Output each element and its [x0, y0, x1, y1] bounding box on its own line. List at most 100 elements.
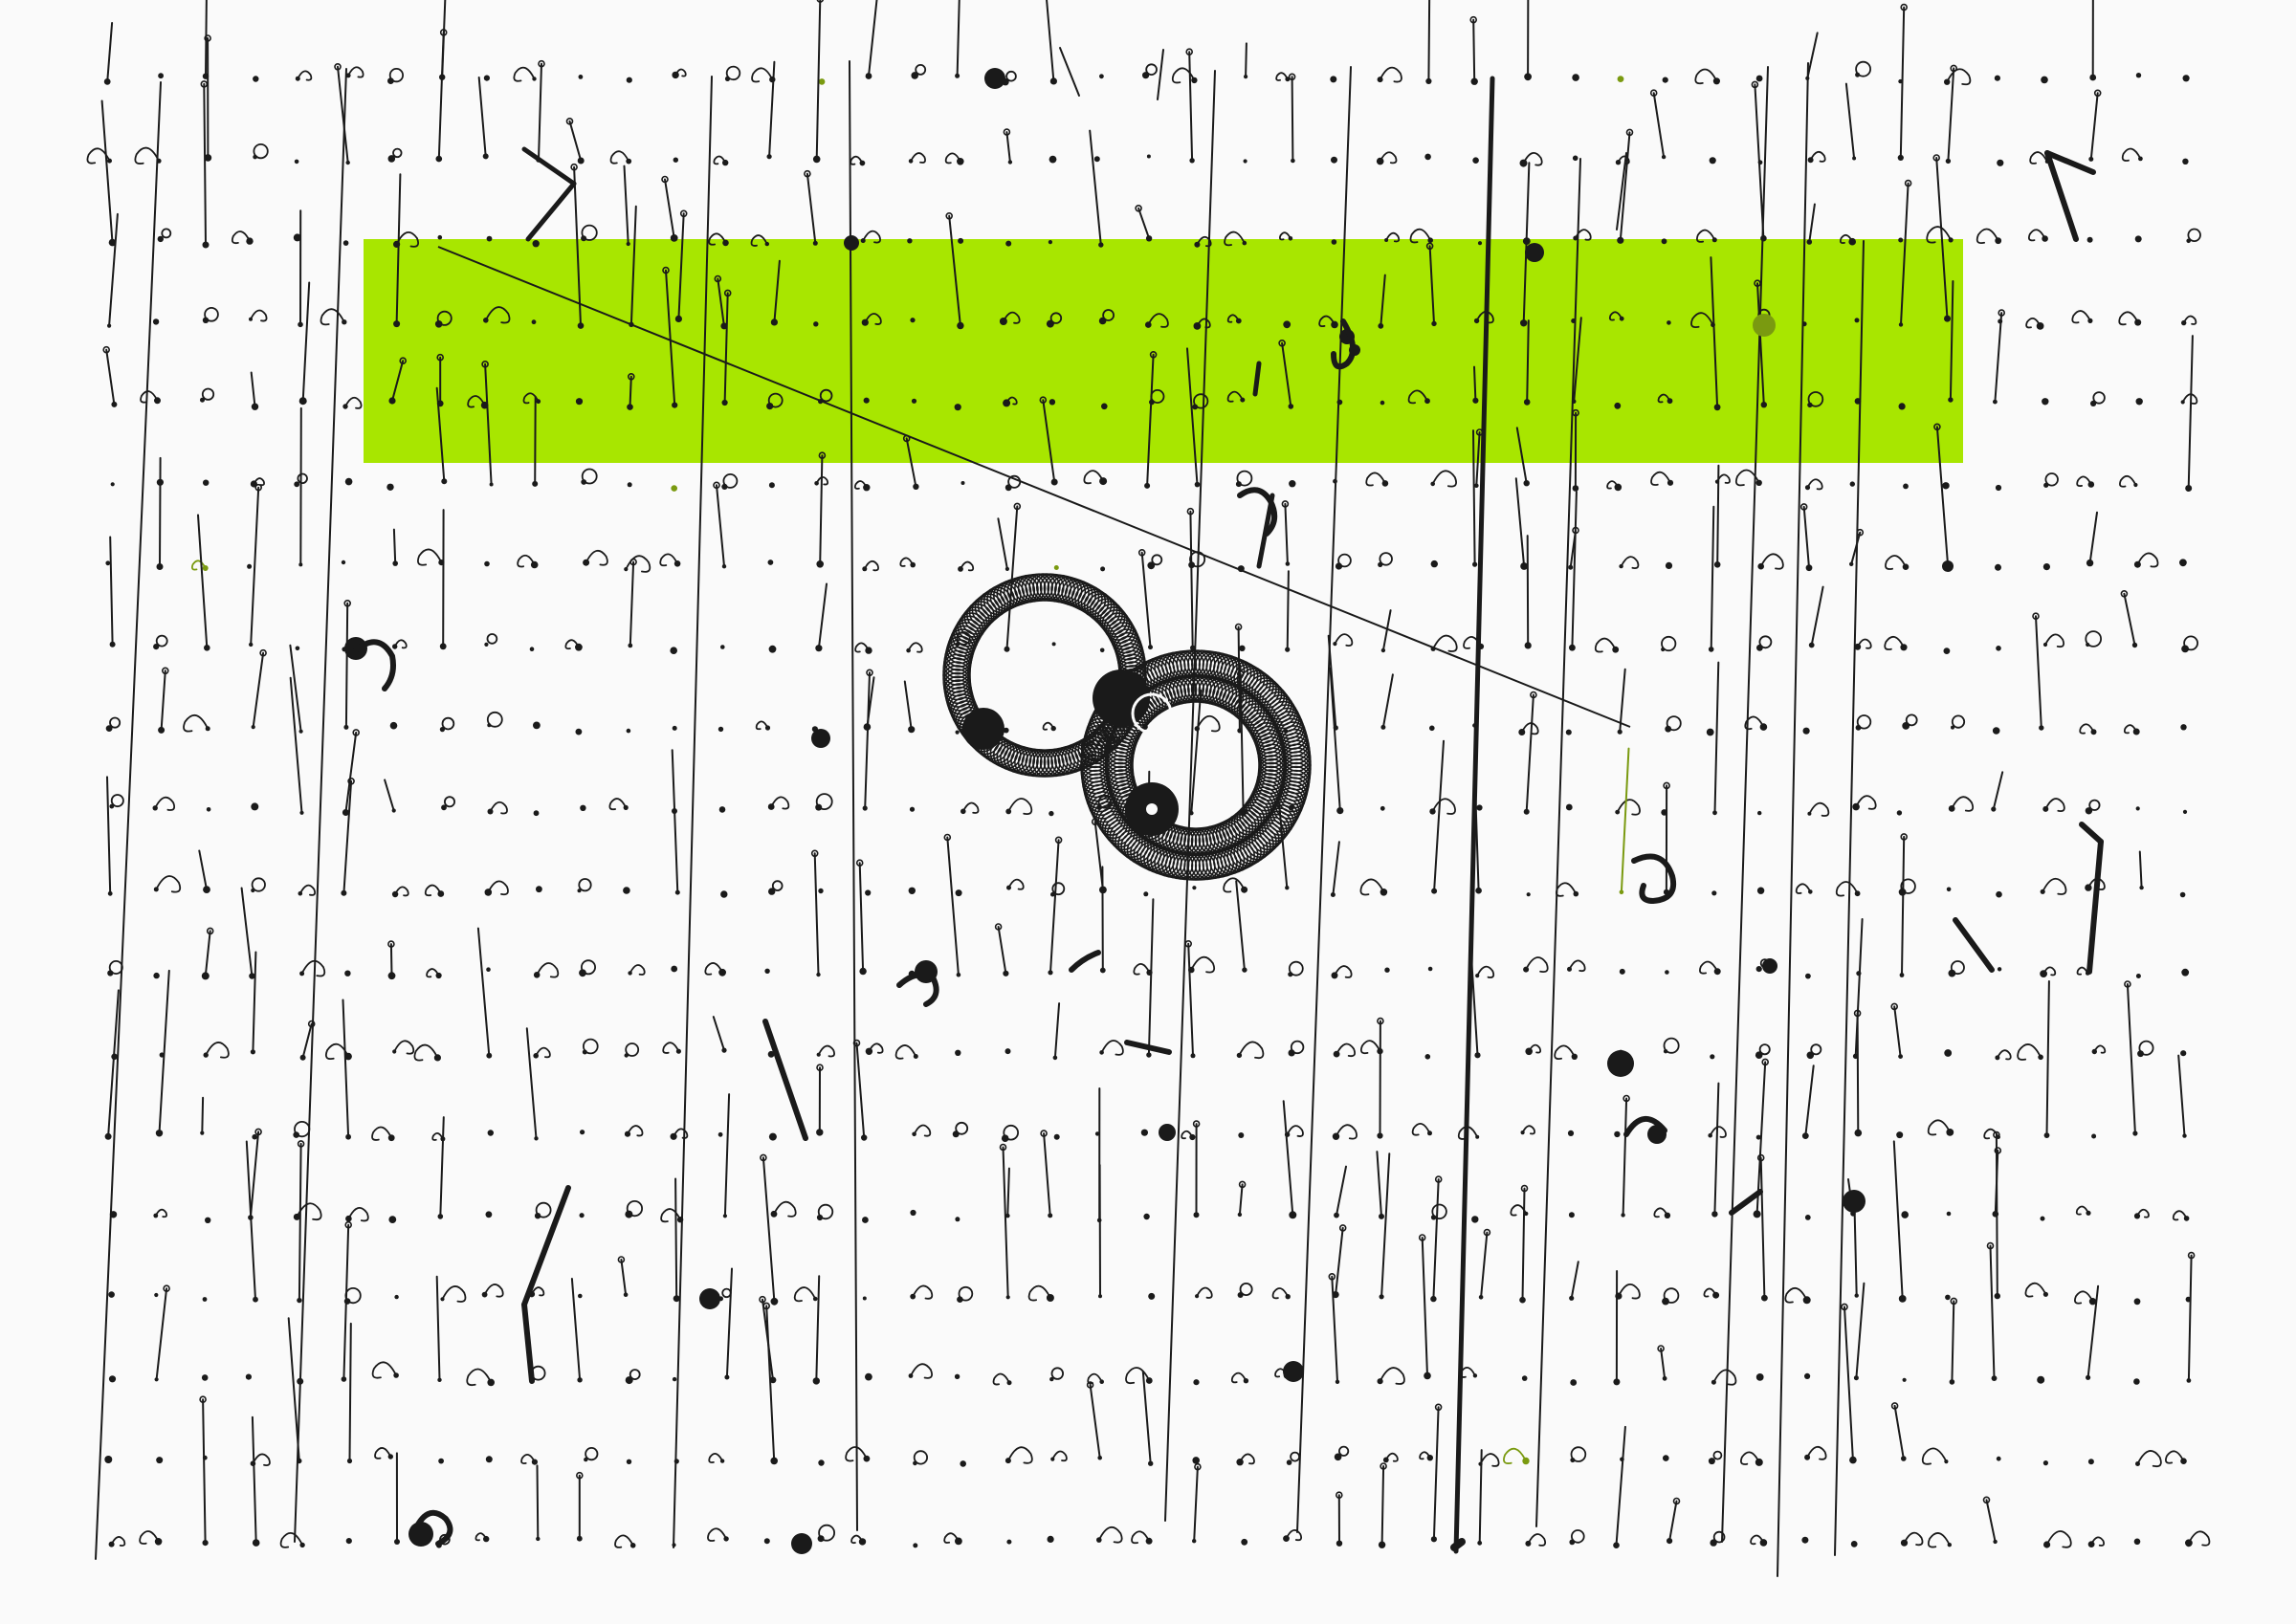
- grid-dot: [671, 485, 677, 492]
- hook: [1457, 1126, 1479, 1140]
- loop: [1712, 1450, 1723, 1460]
- thick-hook: [410, 1509, 453, 1547]
- stem: [525, 1027, 538, 1140]
- grid-dot: [960, 1460, 966, 1467]
- grid-dot: [1005, 240, 1012, 247]
- grid-dot: [1994, 75, 2000, 81]
- hook: [1335, 1124, 1358, 1140]
- heavy-stroke: [2044, 150, 2079, 242]
- stem: [1899, 6, 1906, 159]
- hook: [1606, 480, 1620, 490]
- stem-tip: [1994, 1147, 2002, 1154]
- hook: [2027, 229, 2046, 242]
- hook: [817, 1044, 835, 1058]
- hook: [2044, 798, 2065, 812]
- hook: [1510, 1204, 1528, 1217]
- hook: [1618, 1284, 1641, 1300]
- stem: [1843, 1306, 1854, 1461]
- grid-dot: [394, 1294, 399, 1300]
- hook: [467, 395, 486, 408]
- stem-tip: [1040, 1130, 1048, 1137]
- spiral-ring-left: [1092, 598, 1121, 627]
- stem: [1235, 880, 1246, 972]
- stem: [1468, 938, 1479, 1057]
- loop: [771, 880, 784, 891]
- stem: [568, 120, 583, 162]
- hook: [1171, 67, 1196, 84]
- grid-dot: [575, 728, 583, 735]
- hook: [1885, 555, 1907, 570]
- loop: [2183, 635, 2199, 651]
- stem-tip: [1986, 1241, 1995, 1250]
- stem: [1189, 510, 1194, 649]
- stem: [1329, 667, 1341, 812]
- grid-dot: [910, 318, 916, 323]
- stem: [903, 680, 913, 731]
- hook: [250, 309, 268, 322]
- stem: [1335, 1226, 1344, 1296]
- grid-dot: [1667, 320, 1671, 325]
- stem: [1844, 82, 1856, 160]
- grid-dot: [954, 1373, 960, 1380]
- stem: [437, 31, 445, 161]
- grid-dot: [672, 725, 677, 731]
- stem-tip: [994, 923, 1003, 931]
- stem: [476, 927, 491, 1057]
- loop: [725, 65, 741, 81]
- stem-tip: [1623, 1094, 1630, 1103]
- spiral-ring-right-inner: [1222, 686, 1250, 714]
- hook: [1479, 1453, 1500, 1467]
- grid-dot: [153, 972, 160, 979]
- grid-dot: [1099, 647, 1105, 653]
- stem: [1193, 1465, 1199, 1543]
- grid-dot: [105, 560, 111, 566]
- stem-tip: [816, 1064, 824, 1071]
- grid-dot: [1048, 240, 1052, 245]
- hook: [1005, 396, 1018, 406]
- hook: [1271, 1287, 1290, 1300]
- stem-tip: [343, 599, 352, 607]
- loop: [1663, 1037, 1680, 1054]
- stem: [1850, 531, 1862, 565]
- hook: [296, 1202, 322, 1221]
- grid-dot: [295, 646, 300, 651]
- stem: [1190, 690, 1203, 815]
- stem: [1089, 129, 1102, 246]
- stem-tip: [1890, 1402, 1899, 1410]
- stem: [109, 536, 114, 646]
- hook: [1365, 472, 1386, 487]
- stem-tip: [1799, 503, 1808, 511]
- stem: [1949, 280, 1954, 401]
- stem: [1951, 1300, 1955, 1383]
- grid-dot: [154, 1292, 159, 1298]
- stem-tip: [1425, 242, 1434, 251]
- grid-dot: [1945, 1294, 1951, 1301]
- loop: [2044, 472, 2059, 487]
- hook: [1459, 1367, 1476, 1378]
- hook: [1703, 1287, 1717, 1298]
- stem-tip: [1039, 396, 1048, 405]
- grid-dot: [1902, 1377, 1907, 1382]
- grid-dot: [1140, 1129, 1148, 1136]
- grid-dot: [1283, 320, 1292, 329]
- loop: [1338, 1445, 1350, 1457]
- grid-dot: [1565, 803, 1573, 811]
- hook: [183, 713, 210, 733]
- hook: [1809, 150, 1826, 163]
- hook: [1097, 1525, 1123, 1544]
- stem-tip: [102, 345, 110, 354]
- grid-dot: [1143, 891, 1149, 897]
- stem: [723, 292, 729, 404]
- grid-dot: [672, 1543, 676, 1547]
- hook: [2017, 1043, 2042, 1061]
- grid-dot: [1942, 482, 1950, 490]
- grid-dot: [2181, 645, 2190, 653]
- hook: [483, 1284, 504, 1298]
- stem: [245, 1140, 256, 1301]
- grid-dot: [110, 482, 115, 487]
- hook: [371, 1361, 397, 1379]
- grid-dot: [247, 563, 253, 569]
- hook: [2181, 393, 2198, 405]
- stem: [2045, 980, 2050, 1137]
